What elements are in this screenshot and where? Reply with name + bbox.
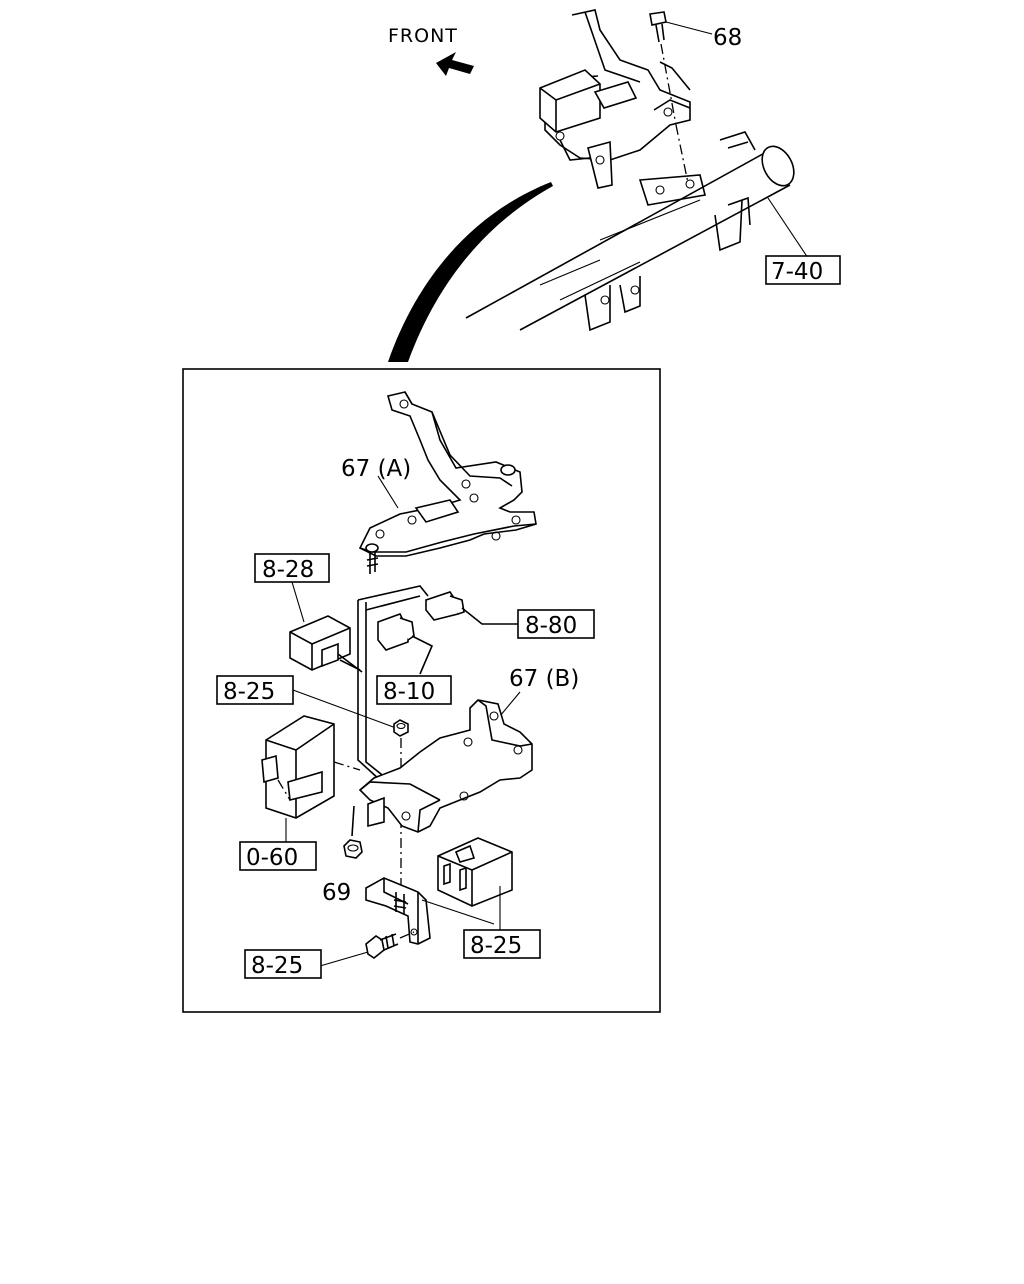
callout-8-28: 8-28 [262, 557, 314, 583]
callout-0-60: 0-60 [246, 845, 298, 871]
detail-pointer [388, 182, 553, 362]
callout-8-25-top: 8-25 [223, 679, 275, 705]
nut-8-25-icon [393, 719, 409, 737]
mounting-plate [365, 877, 431, 945]
detail-frame [182, 368, 661, 1013]
front-label: FRONT [388, 25, 458, 47]
mounted-bracket-assembly [539, 9, 691, 189]
relay-8-28 [289, 615, 363, 673]
relay-8-25 [437, 837, 513, 907]
front-arrow-icon [436, 52, 474, 76]
callout-8-25-relay: 8-25 [470, 933, 522, 959]
callout-8-25-bolt: 8-25 [251, 953, 303, 979]
callout-7-40: 7-40 [771, 259, 823, 285]
callout-67b: 67 (B) [509, 666, 579, 692]
connector-8-80 [425, 591, 520, 625]
bolt-8-25-icon [365, 933, 399, 959]
control-unit-0-60 [261, 715, 361, 819]
callout-8-10: 8-10 [383, 679, 435, 705]
connector-8-10 [377, 613, 434, 675]
callout-68: 68 [713, 25, 742, 51]
callout-69: 69 [322, 880, 351, 906]
wiring-harness [339, 585, 429, 781]
bolt-68-icon [649, 11, 667, 43]
callout-8-80: 8-80 [525, 613, 577, 639]
cross-beam [465, 131, 795, 332]
bracket-67b [358, 699, 533, 833]
bracket-67a [358, 391, 537, 574]
nut-69-icon [343, 839, 363, 859]
callout-67a: 67 (A) [341, 456, 411, 482]
